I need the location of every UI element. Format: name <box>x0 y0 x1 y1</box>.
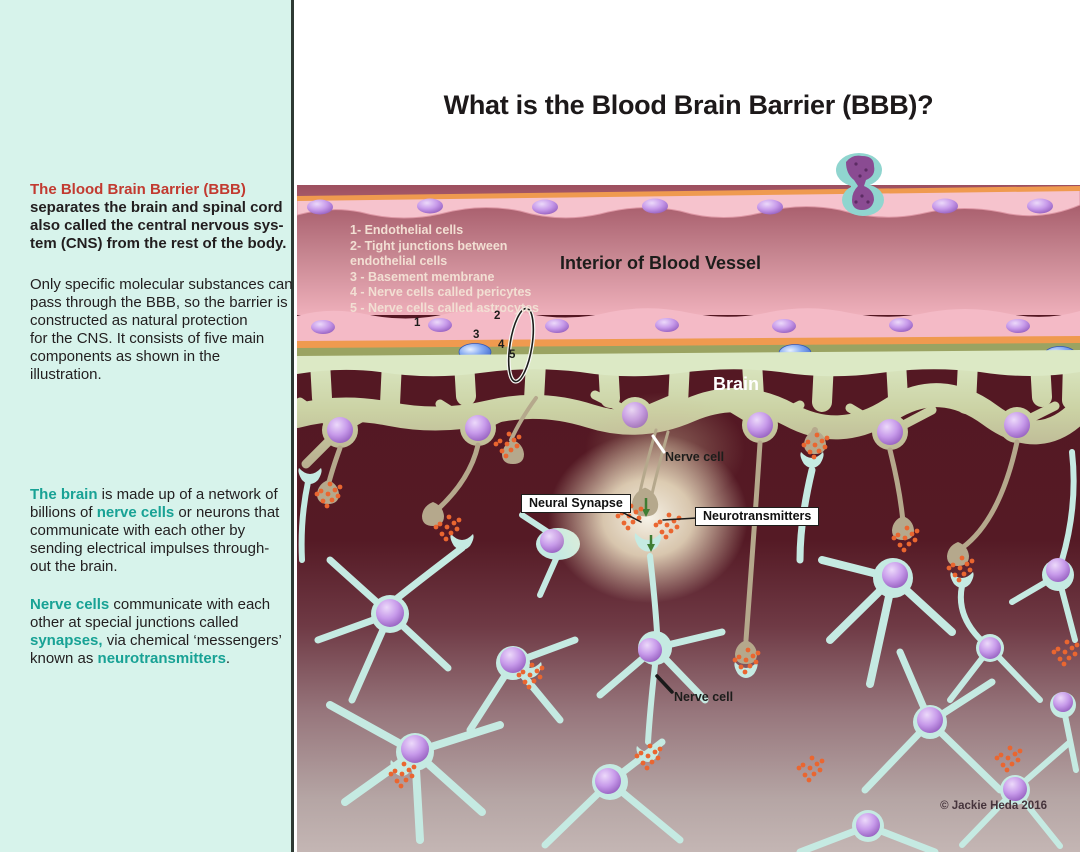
paragraph-line: separates the brain and spinal cord <box>30 199 283 216</box>
keyword: neurotransmitters <box>97 650 226 667</box>
endothelial-nuclei <box>311 318 1030 334</box>
paragraph-line: communicate with each other by <box>30 522 246 539</box>
paragraph-line: for the CNS. It consists of five main <box>30 330 265 347</box>
keyword: nerve cells <box>96 504 175 521</box>
paragraph-line: billions of nerve cells or neurons that <box>30 504 280 521</box>
paragraph-line: The brain is made up of a network of <box>30 486 278 503</box>
keyword: synapses, <box>30 632 103 649</box>
marker-3: 3 <box>473 329 480 341</box>
marker-1: 1 <box>414 317 421 329</box>
astrocyte-layer <box>297 350 1080 377</box>
endothelial-layer-top <box>297 189 1080 219</box>
paragraph-line: Only specific molecular substances can <box>30 276 293 293</box>
neurotransmitters-label: Neurotransmitters <box>695 507 820 526</box>
neural-synapse-label: Neural Synapse <box>521 494 631 513</box>
paragraph-line: components as shown in the <box>30 348 221 365</box>
paragraph-line: known as neurotransmitters. <box>30 650 231 667</box>
marker-5: 5 <box>509 349 516 361</box>
artist-credit: © Jackie Heda 2016 <box>940 800 1047 812</box>
legend-line: 2- Tight junctions between <box>350 238 508 253</box>
pointer-lines <box>615 434 698 694</box>
vessel-wall-top <box>297 153 1080 219</box>
paragraph-line: Nerve cells communicate with each <box>30 596 271 613</box>
marker-2: 2 <box>494 310 501 322</box>
sidebar-paragraph-barrier: Only specific molecular substances can p… <box>30 276 293 384</box>
neural-synapse-structure <box>631 428 670 635</box>
legend-line: 3 - Basement membrane <box>350 269 495 284</box>
sidebar-paragraph-brain: The brain is made up of a network of bil… <box>30 486 280 576</box>
page-title: What is the Blood Brain Barrier (BBB)? <box>443 90 934 121</box>
endothelial-nuclei-top <box>307 198 1053 215</box>
marker-4: 4 <box>498 339 505 351</box>
sidebar-paragraph-synapses: Nerve cells communicate with each other … <box>30 596 282 668</box>
bbb-illustration: 1- Endothelial cells 2- Tight junctions … <box>297 0 1080 852</box>
vessel-wall-bottom <box>297 308 1080 377</box>
selection-loop <box>506 306 536 384</box>
endothelial-layer <box>297 308 1080 344</box>
illustration-canvas <box>297 153 1080 852</box>
paragraph-line: out the brain. <box>30 558 118 575</box>
basement-membrane-top <box>297 186 1080 201</box>
brain-label: Brain <box>713 374 760 394</box>
paragraph-line: tem (CNS) from the rest of the body. <box>30 235 287 252</box>
legend-line: endothelial cells <box>350 254 448 268</box>
sidebar: The Blood Brain Barrier (BBB) separates … <box>0 0 294 852</box>
signal-arrows <box>642 498 655 552</box>
keyword: The brain <box>30 486 98 503</box>
paragraph-line: sending electrical impulses through- <box>30 540 270 557</box>
legend-line: 1- Endothelial cells <box>350 223 464 237</box>
interior-of-blood-vessel-label: Interior of Blood Vessel <box>560 253 762 273</box>
legend-line: 5 - Nerve cells called astrocytes <box>350 300 540 315</box>
nerve-cell-label-lower: Nerve cell <box>674 690 734 704</box>
sidebar-paragraph-intro: The Blood Brain Barrier (BBB) separates … <box>30 181 287 253</box>
basement-membrane <box>297 336 1080 349</box>
keyword: Nerve cells <box>30 596 110 613</box>
paragraph-line: constructed as natural protection <box>30 312 248 329</box>
migrating-cell <box>836 153 884 216</box>
paragraph-line: synapses, via chemical ‘messengers’ <box>30 632 282 649</box>
paragraph-line: pass through the BBB, so the barrier is <box>30 294 288 311</box>
synapse-glow <box>548 433 748 603</box>
paragraph-line: also called the central nervous sys- <box>30 217 284 234</box>
layer-legend: 1- Endothelial cells 2- Tight junctions … <box>350 223 539 316</box>
paragraph-highlight: The Blood Brain Barrier (BBB) <box>30 181 246 198</box>
legend-line: 4 - Nerve cells called pericytes <box>350 285 532 299</box>
nerve-cell-label-upper: Nerve cell <box>665 450 725 464</box>
paragraph-line: illustration. <box>30 366 102 383</box>
axon-strands-taupe <box>325 396 1020 643</box>
paragraph-line: other at special junctions called <box>30 614 239 631</box>
